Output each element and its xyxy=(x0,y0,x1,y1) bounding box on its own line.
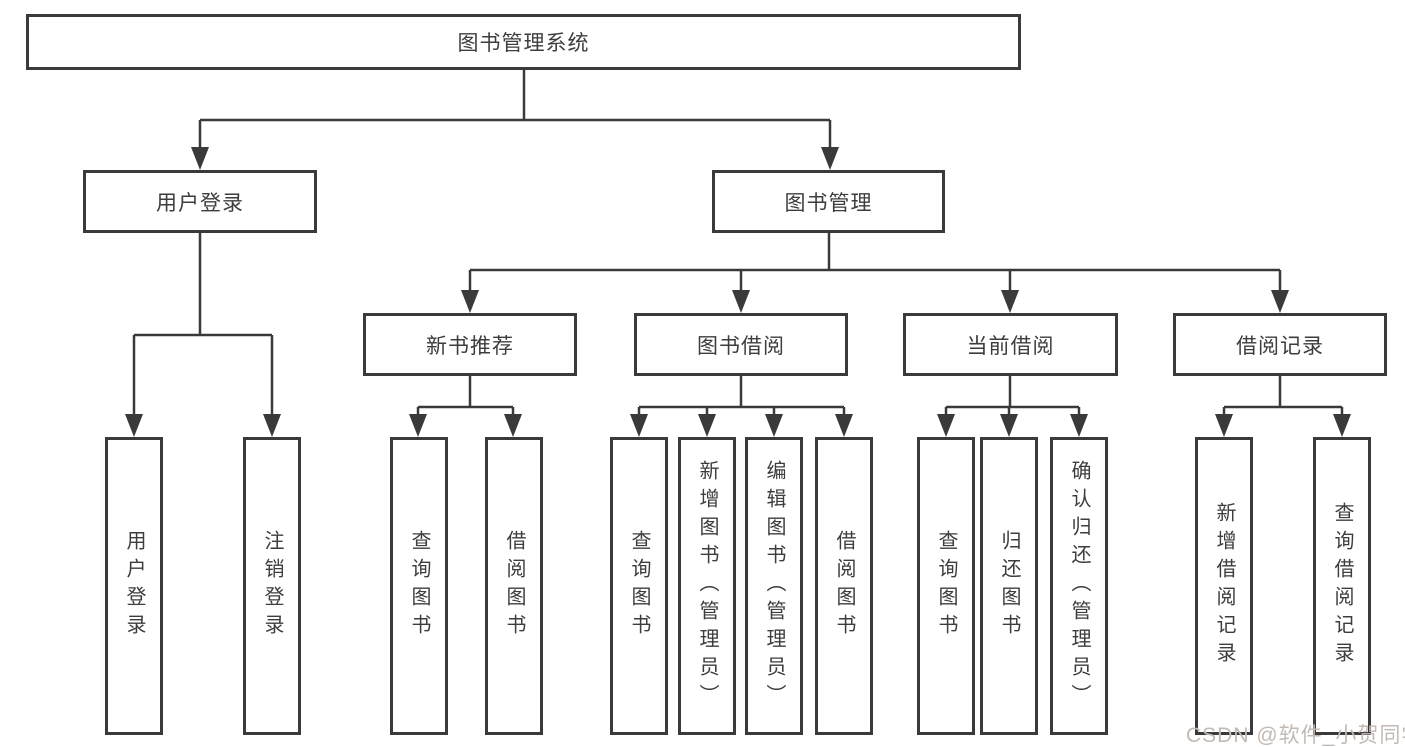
node-label: 新增图书（管理员） xyxy=(696,460,718,712)
node-label: 注销登录 xyxy=(261,530,283,642)
leaf-query-books-current: 查询图书 xyxy=(917,437,975,735)
node-label: 归还图书 xyxy=(998,530,1020,642)
node-label: 新书推荐 xyxy=(426,334,514,358)
node-label: 图书管理 xyxy=(784,191,873,215)
leaf-query-books-recommend: 查询图书 xyxy=(390,437,448,735)
node-label: 用户登录 xyxy=(156,191,244,215)
node-label: 确认归还（管理员） xyxy=(1068,460,1090,712)
node-label: 图书管理系统 xyxy=(457,32,590,55)
node-label: 借阅图书 xyxy=(503,530,525,642)
node-new-book-recommendation: 新书推荐 xyxy=(363,313,577,376)
node-label: 编辑图书（管理员） xyxy=(763,460,785,712)
leaf-logout: 注销登录 xyxy=(243,437,301,735)
node-current-borrowing: 当前借阅 xyxy=(903,313,1118,376)
leaf-borrow-books-recommend: 借阅图书 xyxy=(485,437,543,735)
leaf-confirm-return-admin: 确认归还（管理员） xyxy=(1050,437,1108,735)
leaf-return-books: 归还图书 xyxy=(980,437,1038,735)
leaf-add-borrow-record: 新增借阅记录 xyxy=(1195,437,1253,735)
node-label: 当前借阅 xyxy=(966,334,1055,358)
node-label: 借阅记录 xyxy=(1236,334,1324,358)
node-label: 查询图书 xyxy=(408,530,430,642)
leaf-user-login: 用户登录 xyxy=(105,437,163,735)
node-label: 查询图书 xyxy=(628,530,650,642)
node-label: 查询借阅记录 xyxy=(1331,502,1353,670)
leaf-edit-books-admin: 编辑图书（管理员） xyxy=(745,437,803,735)
leaf-borrow-books-borrowing: 借阅图书 xyxy=(815,437,873,735)
node-label: 借阅图书 xyxy=(833,530,855,642)
leaf-add-books-admin: 新增图书（管理员） xyxy=(678,437,736,735)
watermark: CSDN @软件_小贺同学 xyxy=(1186,724,1405,747)
node-borrowing-records: 借阅记录 xyxy=(1173,313,1387,376)
leaf-query-borrow-record: 查询借阅记录 xyxy=(1313,437,1371,735)
node-label: 查询图书 xyxy=(935,530,957,642)
node-user-login-branch: 用户登录 xyxy=(83,170,317,233)
node-label: 用户登录 xyxy=(123,530,145,642)
node-book-borrowing: 图书借阅 xyxy=(634,313,848,376)
node-label: 新增借阅记录 xyxy=(1213,502,1235,670)
leaf-query-books-borrowing: 查询图书 xyxy=(610,437,668,735)
node-root-library-management-system: 图书管理系统 xyxy=(26,14,1021,70)
node-label: 图书借阅 xyxy=(697,334,785,358)
node-book-management-branch: 图书管理 xyxy=(712,170,945,233)
